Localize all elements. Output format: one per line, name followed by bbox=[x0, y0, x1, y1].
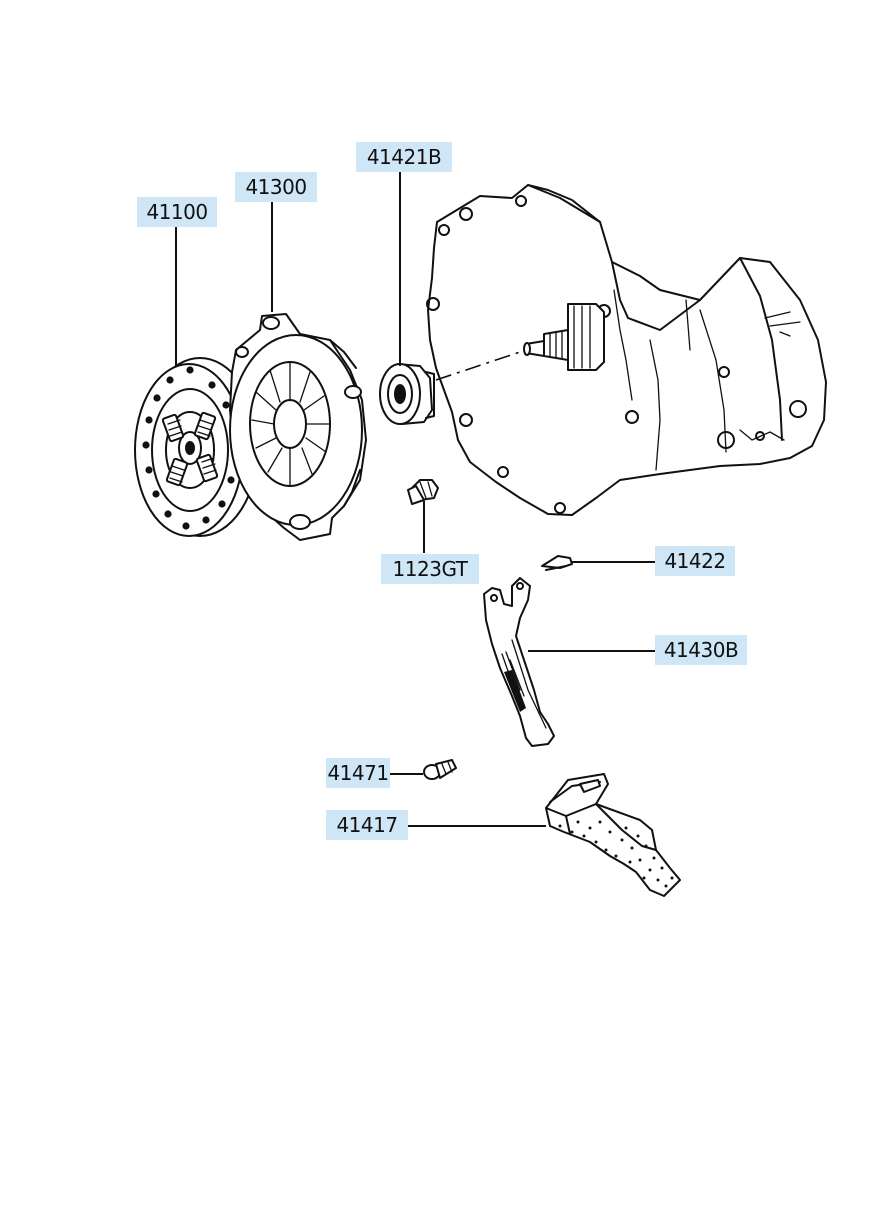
release-fork-icon bbox=[483, 577, 555, 747]
clutch-disc-icon bbox=[134, 357, 259, 537]
dust-boot-icon bbox=[545, 773, 681, 897]
part-label-41471[interactable]: 41471 bbox=[326, 758, 390, 788]
part-label-41417[interactable]: 41417 bbox=[326, 810, 408, 840]
part-label-41421b[interactable]: 41421B bbox=[356, 142, 452, 172]
bolt-icon bbox=[407, 479, 439, 505]
clip-icon bbox=[541, 555, 573, 571]
transmission-housing-icon bbox=[426, 184, 827, 516]
pressure-plate-icon bbox=[229, 313, 367, 541]
leader-lines bbox=[175, 170, 655, 827]
part-label-41422[interactable]: 41422 bbox=[655, 546, 735, 576]
pivot-bolt-icon bbox=[423, 759, 457, 780]
part-label-41300[interactable]: 41300 bbox=[235, 172, 317, 202]
release-bearing-icon bbox=[379, 363, 435, 425]
part-label-41430b[interactable]: 41430B bbox=[655, 635, 747, 665]
part-label-41100[interactable]: 41100 bbox=[137, 197, 217, 227]
part-label-1123gt[interactable]: 1123GT bbox=[381, 554, 479, 584]
